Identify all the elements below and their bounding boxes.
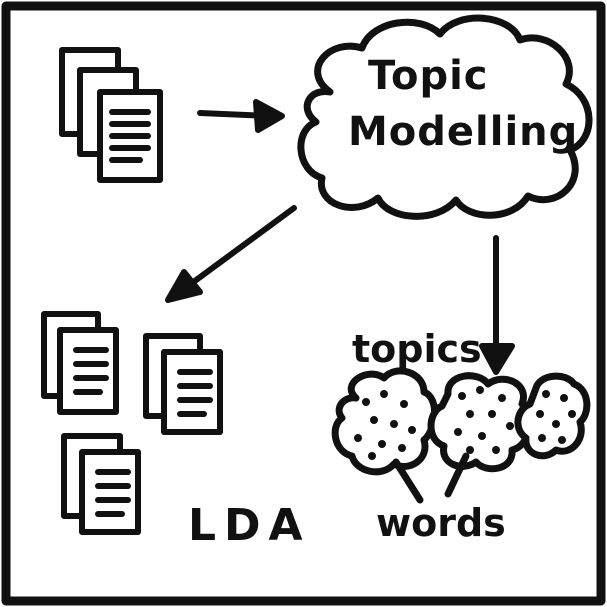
document-stack-icon xyxy=(59,47,163,183)
words-label: words xyxy=(376,501,506,545)
document-stack-icon-a xyxy=(41,311,119,415)
topics-label: topics xyxy=(352,327,482,371)
tree-icon-right xyxy=(514,372,591,460)
document-stack-icon-b xyxy=(143,333,223,435)
cloud-title-line2: Modelling xyxy=(348,109,579,155)
tree-dots xyxy=(354,386,576,460)
tree-icon-left xyxy=(331,367,439,504)
arrow-down-left-icon xyxy=(165,205,297,303)
document-stack-icon-c xyxy=(61,433,141,535)
lda-label: LDA xyxy=(188,500,311,551)
cloud-shape xyxy=(297,14,593,220)
cloud-title-line1: Topic xyxy=(368,53,489,99)
arrow-down-icon xyxy=(479,235,515,375)
arrow-right-icon xyxy=(197,99,285,133)
